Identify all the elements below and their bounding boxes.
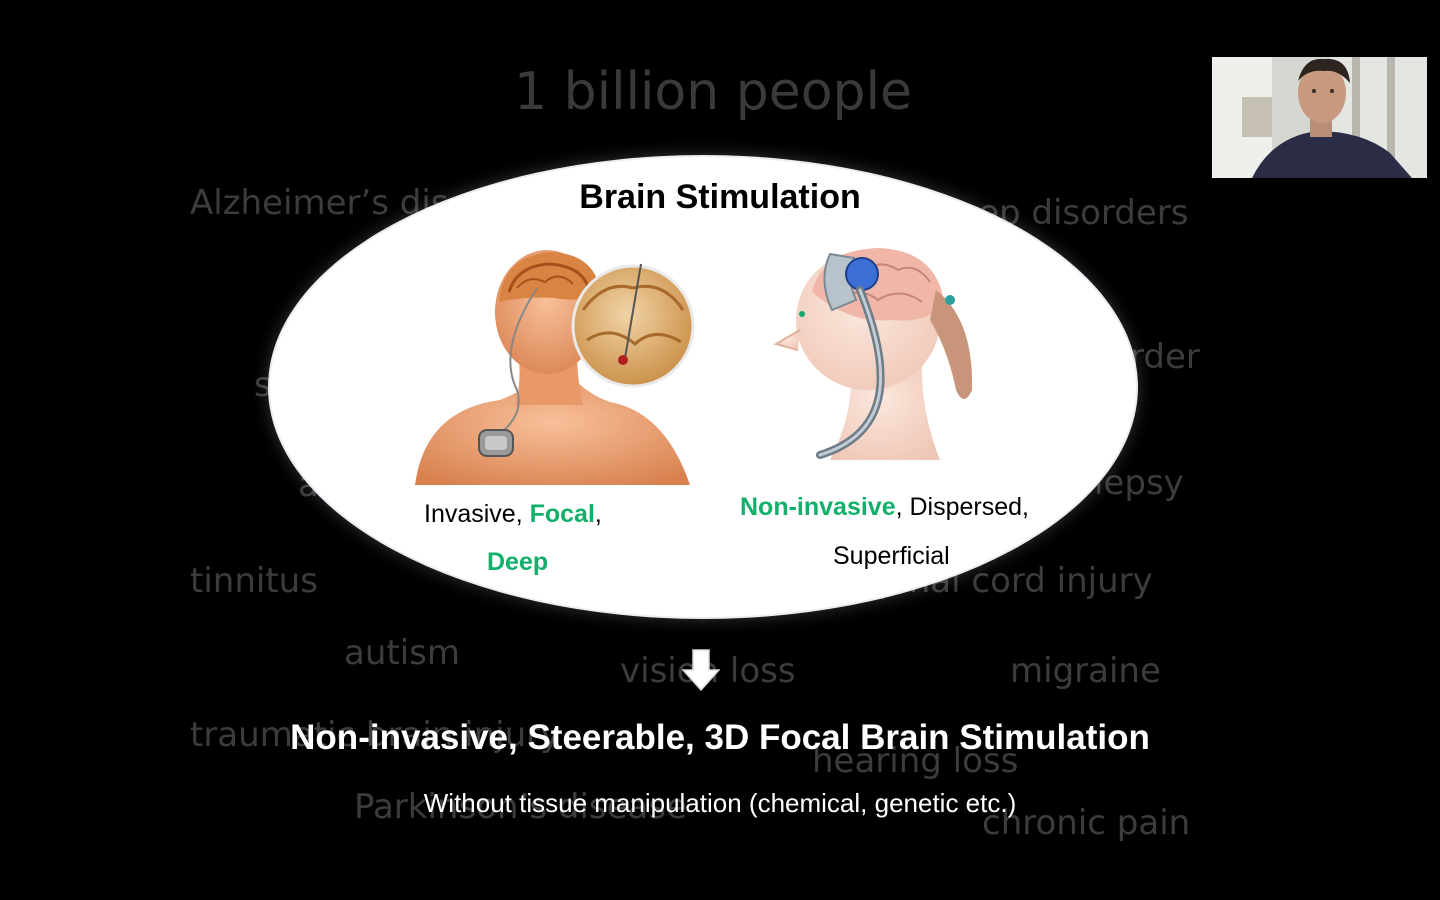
- speaker-video-icon: [1212, 57, 1427, 178]
- headline-1-billion: 1 billion people: [514, 62, 912, 122]
- speaker-webcam: [1212, 57, 1427, 178]
- tms-head-illustration: [773, 248, 973, 460]
- caption-dispersed: , Dispersed,: [895, 493, 1029, 521]
- bg-word-s: s: [254, 365, 272, 405]
- panel-title: Brain Stimulation: [579, 178, 861, 216]
- bg-word-chronic: chronic pain: [982, 803, 1191, 843]
- bg-word-traumatic: traumatic brain injury: [190, 715, 561, 755]
- bg-word-order: rder: [1130, 337, 1200, 377]
- caption-focal: Focal: [529, 500, 595, 528]
- bg-word-hearing: hearing loss: [812, 741, 1019, 781]
- down-arrow-icon: [682, 649, 720, 692]
- main-heading: Non-invasive, Steerable, 3D Focal Brain …: [290, 718, 1150, 757]
- brain-stimulation-panel: [270, 157, 1136, 617]
- bg-word-migraine: migraine: [1010, 651, 1161, 691]
- caption-invasive: Invasive, Focal,: [424, 500, 602, 529]
- bg-word-alzheimers: Alzheimer’s dis: [190, 183, 449, 223]
- caption-comma: ,: [594, 500, 602, 528]
- bg-word-epilepsy: lepsy: [1094, 463, 1184, 503]
- caption-invasive-text: Invasive,: [424, 500, 530, 528]
- bg-word-autism: autism: [344, 633, 460, 673]
- main-subheading: Without tissue manipulation (chemical, g…: [423, 788, 1017, 818]
- bg-word-parkinsons: Parkinson’s disease: [354, 787, 687, 827]
- bg-word-tinnitus: tinnitus: [190, 561, 318, 601]
- caption-noninvasive-highlight: Non-invasive: [740, 493, 896, 521]
- caption-superficial: Superficial: [833, 542, 950, 570]
- caption-deep: Deep: [487, 548, 549, 576]
- caption-noninvasive: Non-invasive, Dispersed,: [740, 493, 1029, 522]
- dbs-implant-illustration: [415, 250, 695, 485]
